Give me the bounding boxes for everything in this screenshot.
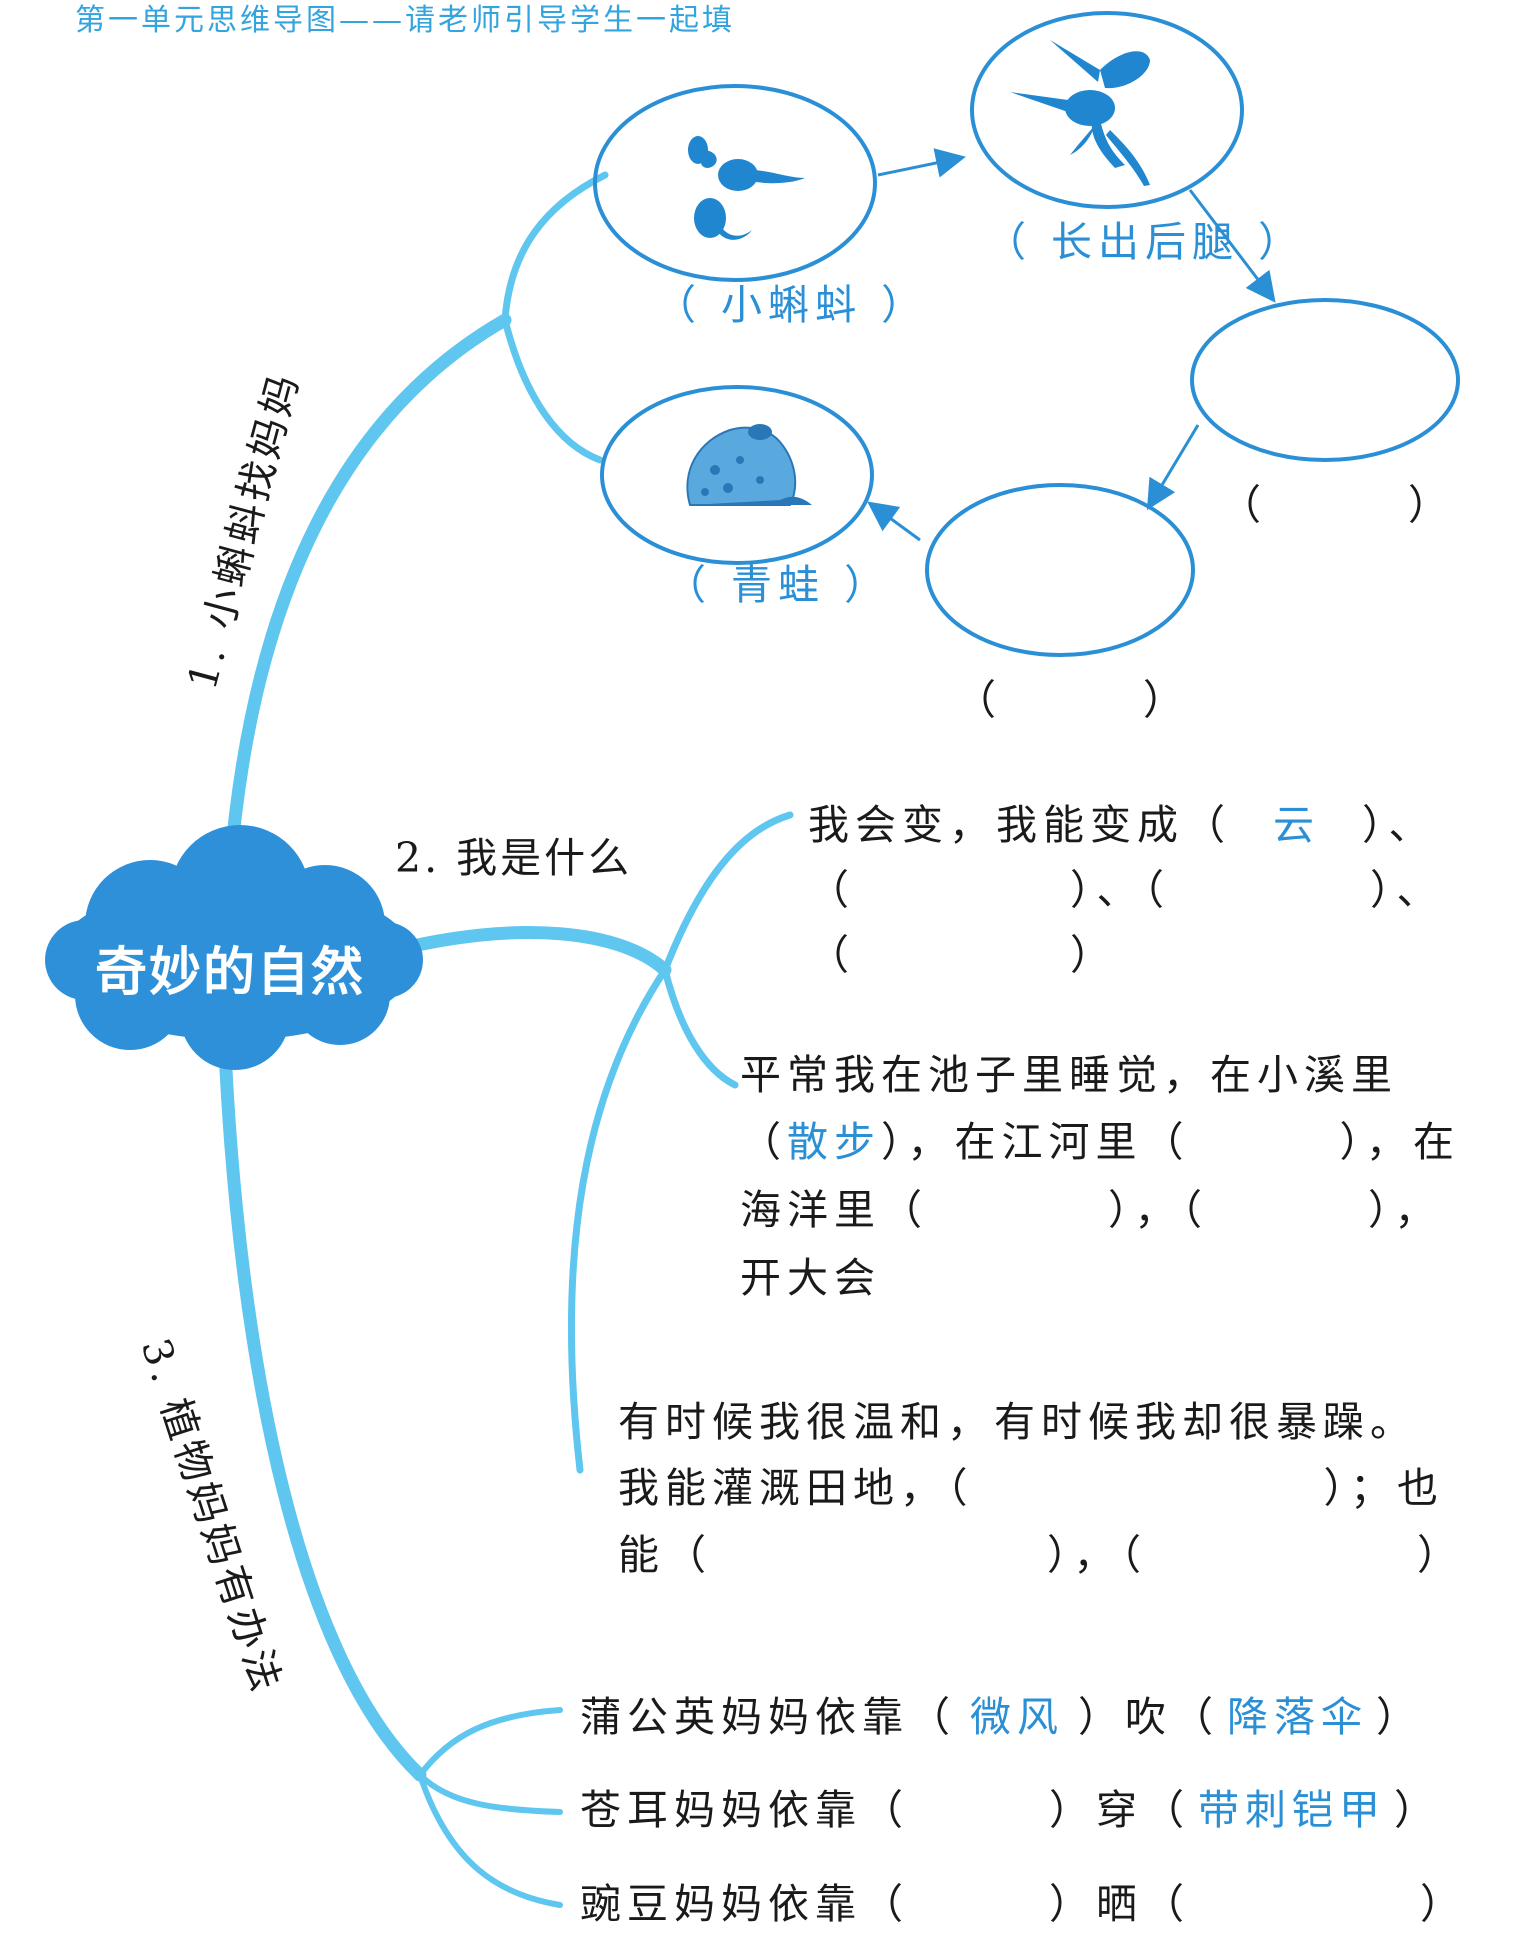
answer-parachute: 降落伞	[1227, 1693, 1368, 1741]
stage-circle-5	[600, 385, 874, 565]
branch-1-sub-bottom	[501, 316, 604, 464]
stage-label-2: （ 长出后腿 ）	[985, 218, 1306, 266]
p2-line-1: 平常我在池子里睡觉，在小溪里	[740, 1051, 1398, 1099]
p1-line-3: （）	[808, 931, 1117, 979]
arrow-4-to-5	[867, 501, 921, 542]
worksheet-header: 第一单元思维导图——请老师引导学生一起填	[75, 3, 735, 38]
branch-2-trunk	[388, 926, 672, 977]
branch-3-trunk	[218, 1043, 427, 1782]
plant-row-2: 苍耳妈妈依靠（）穿（带刺铠甲）	[580, 1786, 1441, 1834]
center-cloud	[45, 825, 423, 1070]
branch-lines	[218, 171, 794, 1908]
p2-line-2: （散步），在江河里（），在	[740, 1118, 1460, 1166]
stage-circle-3	[1190, 298, 1460, 462]
stage-label-5: （ 青蛙 ）	[665, 561, 892, 609]
branch-2-sub-2	[661, 966, 739, 1089]
frog-icon	[686, 424, 812, 506]
stage-circles	[593, 11, 1460, 657]
branch-1-sub-top	[501, 171, 609, 324]
p3-line-2: 我能灌溉田地，（）；也	[618, 1464, 1444, 1512]
branch-3-sub-1	[417, 1707, 563, 1778]
stage-circle-2	[970, 11, 1244, 209]
p3-line-1: 有时候我很温和，有时候我却很暴躁。	[618, 1398, 1417, 1446]
plant-row-1: 蒲公英妈妈依靠（微风）吹（降落伞）	[580, 1693, 1423, 1741]
answer-spiky-armor: 带刺铠甲	[1198, 1786, 1386, 1834]
p1-line-2: （）、（）、	[808, 866, 1444, 914]
branch-1-trunk	[223, 313, 512, 877]
branch-2-sub-1	[661, 811, 794, 974]
p2-line-4: 开大会	[740, 1254, 881, 1302]
center-topic: 奇妙的自然	[94, 943, 365, 1003]
plant-row-3: 豌豆妈妈依靠（）晒（）	[580, 1880, 1467, 1928]
answer-walk: 散步	[787, 1118, 881, 1166]
stage-circle-1	[593, 84, 877, 282]
stage-label-3: （ ）	[1220, 481, 1455, 529]
p1-line-1: 我会变，我能变成（云）、	[808, 801, 1436, 849]
branch-2-title: 2. 我是什么	[395, 834, 633, 882]
tadpoles-icon	[688, 136, 805, 240]
arrow-2-to-3	[1188, 189, 1276, 303]
p3-line-3: 能（），（）	[618, 1531, 1464, 1579]
arrow-3-to-4	[1146, 424, 1200, 511]
answer-breeze: 微风	[970, 1693, 1064, 1741]
stage-label-4: （ ）	[955, 676, 1190, 724]
stage-arrows	[867, 148, 1276, 542]
stage-label-1: （ 小蝌蚪 ）	[655, 281, 929, 329]
arrow-1-to-2	[877, 148, 966, 178]
answer-cloud: 云	[1273, 801, 1320, 849]
tadpole-with-legs-icon	[1010, 40, 1150, 186]
stage-circle-4	[925, 483, 1195, 657]
branch-3-sub-2	[417, 1772, 563, 1815]
branch-3-sub-3	[417, 1772, 563, 1908]
p2-line-3: 海洋里（），（），	[740, 1186, 1442, 1234]
branch-2-sub-3	[567, 966, 669, 1474]
